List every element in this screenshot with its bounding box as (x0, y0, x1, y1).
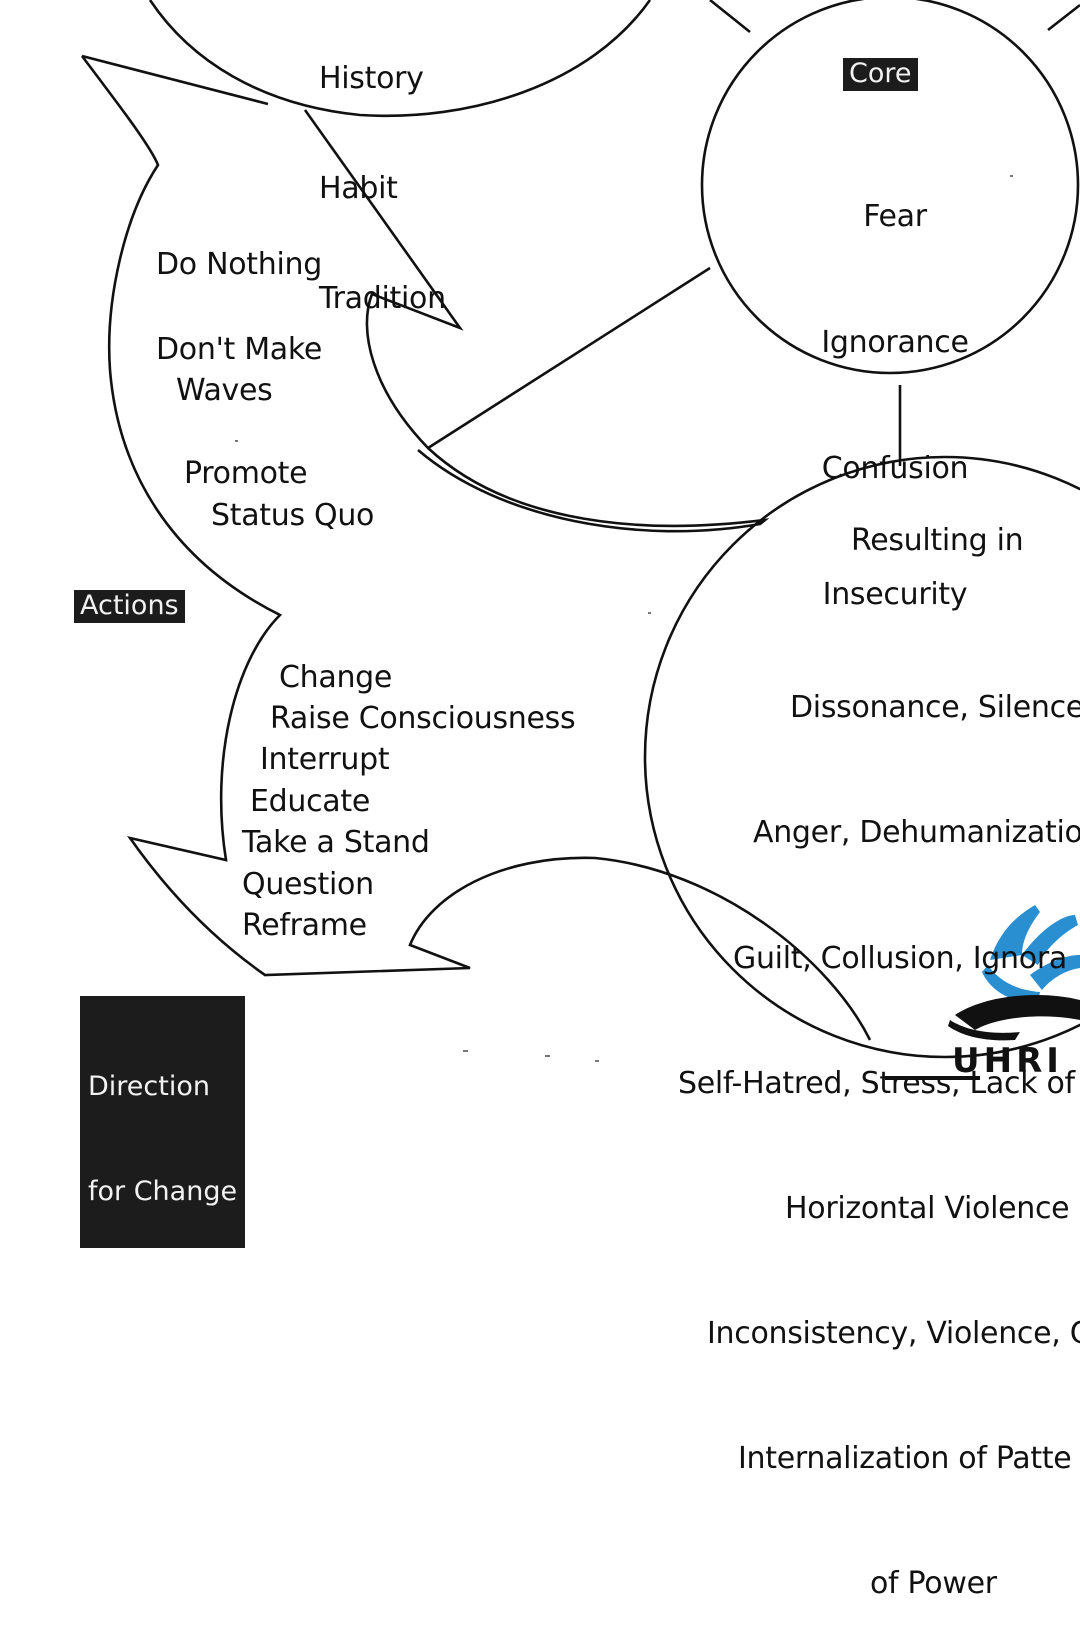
uhri-logo-text: UHRI (952, 1041, 1063, 1080)
core-label: Core (843, 58, 918, 91)
cycle-divider-line (427, 266, 711, 450)
top-circle-text: History Habit Tradition (319, 0, 446, 354)
top-item: Habit (319, 170, 398, 206)
top-item: History (319, 61, 424, 97)
top-item: Tradition (319, 280, 446, 316)
interrupt-text: Interrupt (260, 742, 390, 777)
cycle-arrow-upper (303, 109, 770, 533)
connector-top-right (1047, 3, 1080, 32)
reframe-text: Reframe (242, 908, 367, 943)
result-item: Inconsistency, Violence, C (707, 1315, 1080, 1351)
resulting-circle (643, 455, 1080, 1059)
core-circle (700, 0, 1080, 375)
scan-speckle-marks (235, 175, 1013, 1062)
waves-text: Waves (176, 373, 273, 408)
result-item: Internalization of Patte (738, 1440, 1072, 1476)
cycle-arrow-left (80, 54, 872, 1041)
core-item: Fear (863, 199, 927, 234)
result-item: of Power (870, 1565, 997, 1601)
core-item: Ignorance (821, 325, 969, 360)
connector-top-left (709, 0, 751, 34)
actions-label: Actions (74, 590, 185, 623)
bottom-bar-fragment (885, 1076, 980, 1080)
result-item: Anger, Dehumanizatio (753, 815, 1080, 851)
question-text: Question (242, 867, 374, 902)
result-item: Dissonance, Silence (790, 690, 1080, 726)
uhri-logo-hand-icon (948, 905, 1080, 1041)
core-items: Fear Ignorance Confusion Insecurity (795, 112, 995, 658)
educate-text: Educate (250, 784, 371, 819)
promote-text: Promote (184, 456, 308, 491)
result-item: Guilt, Collusion, Ignora (733, 940, 1067, 976)
take-a-stand-text: Take a Stand (242, 825, 430, 860)
resulting-heading: Resulting in (851, 523, 1024, 558)
oppression-cycle-diagram: UHRI (80, 0, 1080, 1080)
direction-line: for Change (88, 1176, 238, 1208)
direction-for-change-label: Direction for Change (80, 996, 246, 1248)
status-quo-text: Status Quo (211, 498, 375, 533)
core-item: Insecurity (822, 577, 968, 612)
do-nothing-text: Do Nothing (156, 247, 322, 282)
top-circle-outline (148, 0, 652, 118)
core-item: Confusion (821, 451, 969, 486)
raise-consciousness-text: Raise Consciousness (270, 701, 576, 736)
direction-line: Direction (88, 1071, 210, 1103)
dont-make-text: Don't Make (156, 332, 323, 367)
change-text: Change (279, 660, 393, 695)
